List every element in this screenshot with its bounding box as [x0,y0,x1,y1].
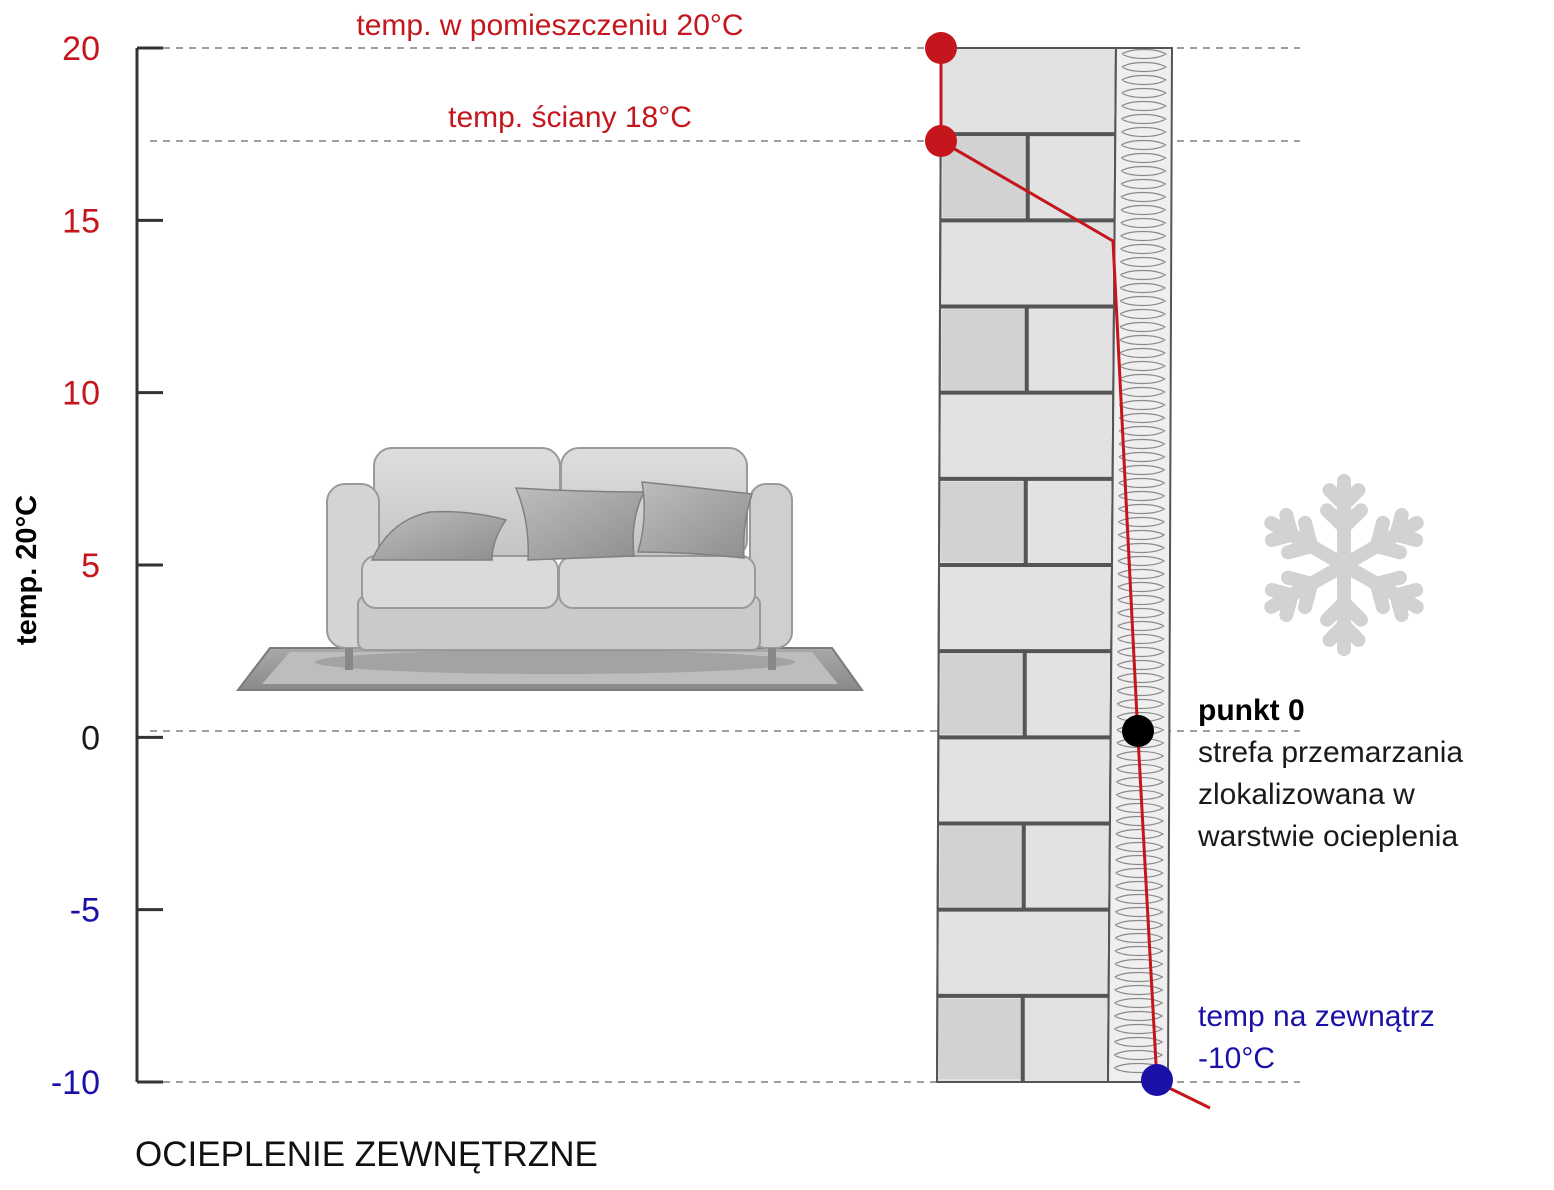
wall-temp-marker [925,125,957,157]
outside-temp-line1: temp na zewnątrz [1198,1000,1435,1033]
point-zero-line1: strefa przemarzania [1198,736,1463,769]
insulation-layer [1106,47,1174,1083]
room-temp-label: temp. w pomieszczeniu 20°C [356,9,743,42]
diagram-caption: OCIEPLENIE ZEWNĘTRZNE [135,1135,598,1174]
reference-lines [150,47,1300,1083]
y-tick-label: 0 [81,719,100,757]
y-tick-label: 20 [62,30,100,68]
wall-temp-label: temp. ściany 18°C [448,101,692,134]
outside-temp-marker [1141,1064,1173,1096]
point-zero-line3: warstwie ocieplenia [1197,820,1458,853]
room-temp-marker [925,32,957,64]
y-axis-ticks: 20 15 10 5 0 -5 -10 [51,30,163,1102]
y-tick-label: -10 [51,1064,100,1102]
y-tick-label: 15 [62,202,100,240]
snowflake-icon [1264,474,1424,656]
y-tick-label: 10 [62,375,100,413]
y-tick-label: 5 [81,547,100,585]
brick-wall [935,47,1118,1083]
point-zero-title: punkt 0 [1198,694,1305,727]
y-axis-title: temp. 20°C [11,495,43,645]
y-tick-label: -5 [70,892,100,930]
outside-temp-line2: -10°C [1198,1042,1275,1075]
sofa-icon [235,447,864,691]
temperature-profile [925,32,1211,1110]
zero-point-marker [1122,715,1154,747]
point-zero-line2: zlokalizowana w [1198,778,1415,811]
